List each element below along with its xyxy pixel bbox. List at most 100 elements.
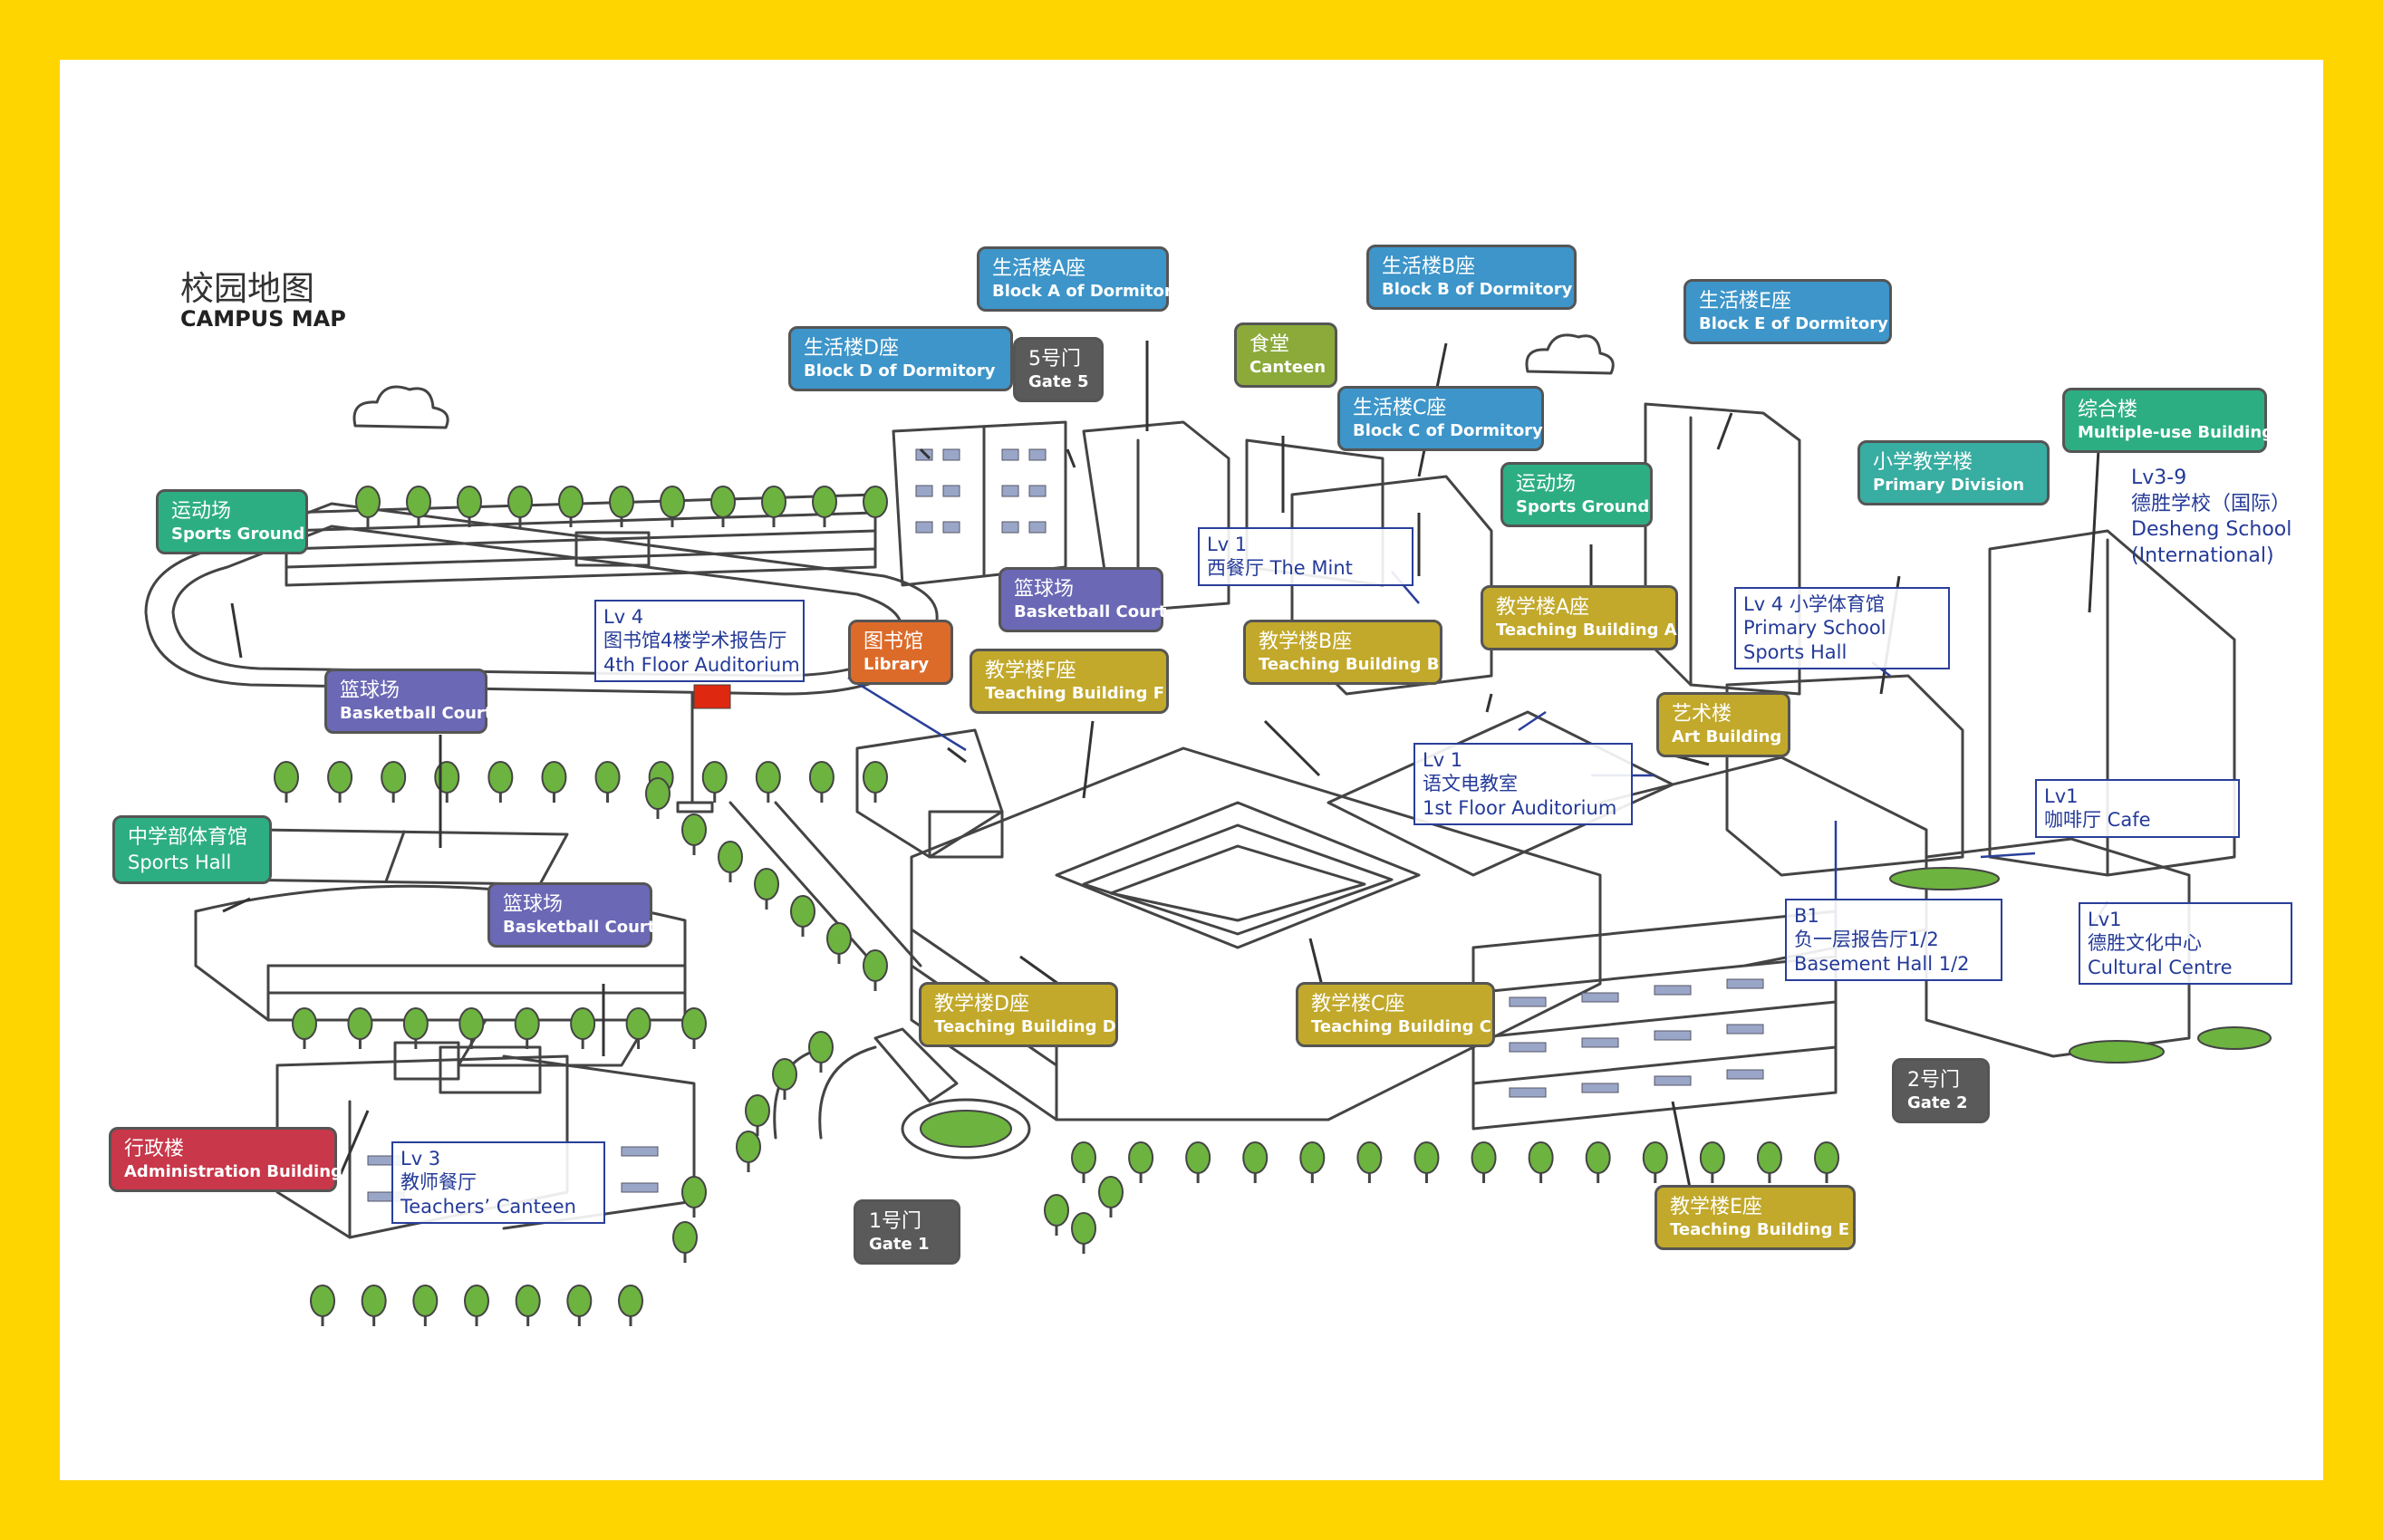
note-line: (International) [2131,544,2274,567]
label-en: Basketball Court [503,917,656,937]
label-teaching-building-e[interactable]: 教学楼E座 Teaching Building E [1655,1185,1856,1250]
tree-icon [681,1007,707,1049]
label-cn: 篮球场 [503,893,564,916]
label-dorm-a[interactable]: 生活楼A座 Block A of Dormitory [977,246,1183,312]
tree-icon [1242,1141,1269,1183]
tree-icon [327,761,353,803]
tree-icon [487,761,514,803]
tree-icon [618,1285,643,1326]
tree-icon [609,486,634,527]
label-cn: 篮球场 [340,679,400,702]
note-line: Cultural Centre [2088,956,2233,978]
tree-icon [381,761,407,803]
tree-icon [1699,1141,1725,1183]
label-teaching-building-b[interactable]: 教学楼B座 Teaching Building B [1243,620,1442,685]
label-teaching-building-d[interactable]: 教学楼D座 Teaching Building D [919,982,1118,1047]
note-line: 德胜文化中心 [2088,932,2202,955]
running-track [144,502,939,696]
label-en: Basketball Court [1014,602,1167,621]
label-en: Sports Ground [171,524,305,544]
note-line: 1st Floor Auditorium [1423,796,1617,819]
label-gate-1[interactable]: 1号门 Gate 1 [854,1199,960,1265]
campus-map-illustration [144,333,2272,1326]
label-cn: 生活楼B座 [1382,255,1476,278]
note-line: Lv 1 [1207,534,1248,555]
label-en: Gate 2 [1907,1092,1968,1112]
note-line: Basement Hall 1/2 [1794,952,1970,975]
tree-icon [1756,1141,1782,1183]
label-sports-ground-east[interactable]: 运动场 Sports Ground [1500,462,1653,527]
label-administration-building[interactable]: 行政楼 Administration Building [109,1127,342,1192]
label-cn: 食堂 [1249,333,1290,356]
label-primary-division[interactable]: 小学教学楼 Primary Division [1857,440,2050,505]
tree-icon [736,1131,761,1172]
label-en: Multiple-use Building [2078,422,2274,442]
label-basketball-court-2[interactable]: 篮球场 Basketball Court [487,882,656,948]
label-cn: 艺术楼 [1672,703,1732,726]
label-gate-2[interactable]: 2号门 Gate 2 [1892,1058,1990,1123]
tree-icon [1585,1141,1611,1183]
label-basketball-court-1[interactable]: 篮球场 Basketball Court [324,669,493,734]
label-multiple-use-building[interactable]: 综合楼 Multiple-use Building [2062,388,2274,453]
tree-icon [1413,1141,1440,1183]
label-en: Block D of Dormitory [804,361,996,380]
tree-icon [808,761,835,803]
tree-icon [458,1007,485,1049]
primary-building [1725,674,1964,877]
label-teaching-building-c[interactable]: 教学楼C座 Teaching Building C [1296,982,1495,1047]
label-hs-sports-hall[interactable]: 中学部体育馆 Sports Hall [112,815,272,884]
label-en: Block E of Dormitory [1699,313,1888,333]
note-line: Lv1 [2088,909,2122,930]
tree-icon [672,1221,698,1263]
label-dorm-d[interactable]: 生活楼D座 Block D of Dormitory [788,326,1013,391]
label-library[interactable]: 图书馆 Library [848,620,953,685]
note-line: Primary School [1743,617,1886,640]
note-line: Desheng School [2131,518,2292,542]
label-basketball-court-3[interactable]: 篮球场 Basketball Court [999,567,1167,632]
tree-icon [1471,1141,1497,1183]
label-dorm-c[interactable]: 生活楼C座 Block C of Dormitory [1337,386,1544,451]
label-dorm-e[interactable]: 生活楼E座 Block E of Dormitory [1684,279,1892,344]
cloud-right [1525,333,1615,375]
label-en: Basketball Court [340,703,493,723]
label-teaching-building-a[interactable]: 教学楼A座 Teaching Building A [1481,585,1678,650]
flag [693,684,731,709]
label-en: Sports Hall [128,851,232,873]
note-line: 咖啡厅 Cafe [2044,809,2151,832]
label-en: Teaching Building D [934,1016,1116,1036]
tree-icon [457,486,482,527]
note-line: 图书馆4楼学术报告厅 [603,630,787,652]
tree-icon [1814,1141,1839,1183]
label-cn: 生活楼E座 [1699,290,1791,313]
note-line: Lv1 [2044,785,2079,807]
tree-icon [541,761,567,803]
tree-icon [402,1007,429,1049]
tree-icon [594,761,621,803]
cloud-left [352,385,449,429]
tree-icon [755,761,781,803]
label-dorm-b[interactable]: 生活楼B座 Block B of Dormitory [1366,245,1577,310]
label-en: Administration Building [124,1161,342,1181]
label-en: Block A of Dormitory [992,281,1183,301]
tree-icon [645,777,671,819]
label-cn: 行政楼 [124,1138,185,1160]
label-cn: 教学楼A座 [1496,596,1590,619]
label-gate-5[interactable]: 5号门 Gate 5 [1013,337,1104,402]
label-cn: 生活楼C座 [1353,397,1447,419]
label-cn: 运动场 [1516,473,1577,496]
tree-icon [1299,1141,1326,1183]
label-teaching-building-f[interactable]: 教学楼F座 Teaching Building F [970,649,1169,714]
label-art-building[interactable]: 艺术楼 Art Building [1656,692,1790,757]
note-line: 西餐厅 The Mint [1207,557,1353,580]
note-the-mint: Lv 1 西餐厅 The Mint [1198,527,1413,586]
note-line: 教师餐厅 [400,1171,477,1194]
label-sports-ground-west[interactable]: 运动场 Sports Ground [156,489,308,554]
tree-icon [1642,1141,1668,1183]
tree-icon [274,761,299,803]
label-en: Block C of Dormitory [1353,420,1543,440]
note-line: Lv 4 小学体育馆 [1743,593,1885,615]
label-cn: 教学楼F座 [985,659,1076,682]
note-line: Lv 3 [400,1148,441,1169]
tree-icon [761,486,786,527]
label-canteen[interactable]: 食堂 Canteen [1234,322,1337,388]
